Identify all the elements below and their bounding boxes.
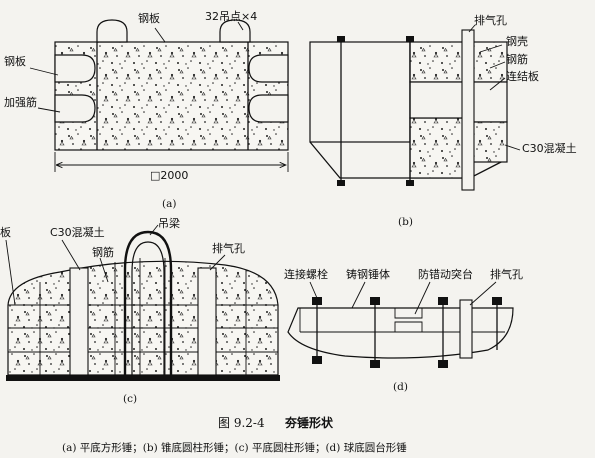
- label-a-stiffener: 加强筋: [4, 95, 37, 109]
- label-a-steel-plate-top: 钢板: [138, 11, 160, 25]
- label-c-rebar: 钢筋: [92, 245, 114, 259]
- panel-b-tag: (b): [398, 216, 413, 228]
- figure-number: 图 9.2-4: [218, 416, 265, 430]
- label-b-vent-hole: 排气孔: [474, 13, 507, 27]
- label-c-concrete: C30混凝土: [50, 225, 105, 239]
- label-d-anti-dislocation: 防错动突台: [418, 267, 473, 281]
- label-a-steel-plate-left: 钢板: [4, 54, 26, 68]
- panel-b-cone-rammer: 排气孔 钢壳 钢筋 连结板 C30混凝土 (b): [309, 13, 577, 228]
- label-b-rebar: 钢筋: [506, 52, 528, 66]
- panel-d-vent-pipe: [459, 299, 473, 359]
- panel-a-lifting-loop-right: [219, 19, 251, 43]
- label-d-vent-hole: 排气孔: [490, 267, 523, 281]
- label-b-connecting-plate: 连结板: [506, 69, 539, 83]
- panel-d-body: [287, 307, 514, 359]
- panel-a-lifting-loop-left: [96, 19, 128, 43]
- panel-c-tag: (c): [123, 393, 137, 405]
- label-c-vent-hole: 排气孔: [212, 241, 245, 255]
- label-a-lifting-points: 32吊点×4: [205, 10, 257, 23]
- panel-b-vent-pipe: [461, 29, 475, 191]
- panel-a-tag: (a): [162, 198, 176, 210]
- label-d-cast-steel-body: 铸钢锤体: [346, 267, 390, 281]
- panel-c-lifting-beam: [123, 230, 173, 375]
- figure-subcaption: (a) 平底方形锤；(b) 锥底圆柱形锤；(c) 平底圆柱形锤；(d) 球底圆台…: [62, 441, 407, 454]
- label-d-connecting-bolt: 连接螺栓: [284, 267, 328, 281]
- panel-a-square-rammer: 钢板 32吊点×4 钢板 加强筋 □2000 (a): [4, 10, 289, 210]
- label-b-steel-shell: 钢壳: [506, 34, 528, 48]
- label-c-lifting-beam: 吊梁: [158, 216, 180, 230]
- label-b-concrete: C30混凝土: [522, 141, 577, 155]
- panel-c-body: [7, 260, 279, 376]
- figure-title: 夯锤形状: [284, 415, 334, 430]
- label-c-plate-partial: 板: [0, 225, 11, 239]
- label-a-dimension: □2000: [150, 169, 188, 182]
- panel-d-sphere-frustum-rammer: 连接螺栓 铸钢锤体 防错动突台 排气孔 (d): [284, 267, 523, 393]
- figure-caption: 图 9.2-4 夯锤形状 (a) 平底方形锤；(b) 锥底圆柱形锤；(c) 平底…: [62, 415, 407, 454]
- panel-c-flat-cylinder-rammer: 板 C30混凝土 钢筋 吊梁 排气孔 (c): [0, 216, 280, 405]
- panel-d-tag: (d): [393, 381, 408, 393]
